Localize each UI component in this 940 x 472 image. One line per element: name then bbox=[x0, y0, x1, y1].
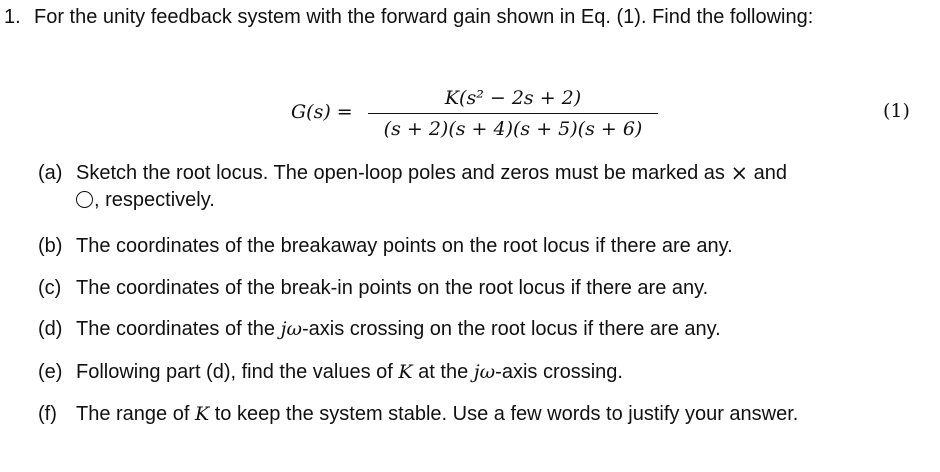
part-label: (c) bbox=[38, 277, 62, 299]
fraction-bar bbox=[368, 113, 658, 114]
part-a-text: Sketch the root locus. The open-loop pol… bbox=[76, 160, 914, 214]
jw-symbol: jω bbox=[280, 318, 302, 340]
part-a: (a) Sketch the root locus. The open-loop… bbox=[38, 160, 914, 214]
part-e-text-middle: at the bbox=[418, 361, 469, 383]
part-b-text: The coordinates of the breakaway points … bbox=[76, 235, 733, 257]
part-label: (a) bbox=[38, 162, 63, 184]
part-label: (f) bbox=[38, 403, 57, 425]
part-e-text-after: -axis crossing. bbox=[495, 361, 623, 383]
part-label: (b) bbox=[38, 235, 63, 257]
equation-label: (1) bbox=[883, 100, 910, 122]
k-symbol: K bbox=[398, 361, 413, 383]
part-f-text: The range of K to keep the system stable… bbox=[76, 401, 914, 428]
part-f-text-after: to keep the system stable. Use a few wor… bbox=[214, 403, 799, 425]
part-label: (d) bbox=[38, 318, 63, 340]
problem-statement: 1. For the unity feedback system with th… bbox=[4, 4, 916, 31]
part-c-text: The coordinates of the break-in points o… bbox=[76, 277, 709, 299]
equation-lhs: G(s) = bbox=[291, 101, 353, 123]
part-b: (b) The coordinates of the breakaway poi… bbox=[38, 233, 914, 260]
cross-icon: × bbox=[730, 161, 749, 185]
transfer-function-equation: G(s) = K(s² − 2s + 2) (s + 2)(s + 4)(s +… bbox=[0, 86, 940, 146]
jw-symbol: jω bbox=[473, 361, 496, 383]
part-e-text-before: Following part (d), find the values of bbox=[76, 361, 393, 383]
k-symbol: K bbox=[194, 403, 210, 425]
part-f: (f) The range of K to keep the system st… bbox=[38, 401, 914, 428]
part-f-text-before: The range of bbox=[76, 403, 190, 425]
part-a-text-after: , respectively. bbox=[94, 189, 215, 211]
equation-denominator: (s + 2)(s + 4)(s + 5)(s + 6) bbox=[383, 118, 643, 140]
part-d-text-before: The coordinates of the bbox=[76, 318, 276, 340]
equation-fraction: K(s² − 2s + 2) (s + 2)(s + 4)(s + 5)(s +… bbox=[368, 86, 658, 142]
part-d-text: The coordinates of the jω-axis crossing … bbox=[76, 316, 914, 343]
part-d-text-after: -axis crossing on the root locus if ther… bbox=[301, 318, 721, 340]
part-e-text: Following part (d), find the values of K… bbox=[76, 359, 914, 386]
equation-numerator: K(s² − 2s + 2) bbox=[444, 87, 582, 109]
circle-icon bbox=[76, 191, 93, 208]
part-a-text-before: Sketch the root locus. The open-loop pol… bbox=[76, 162, 725, 184]
part-a-text-middle: and bbox=[753, 162, 787, 184]
problem-number: 1. bbox=[4, 6, 21, 28]
part-e: (e) Following part (d), find the values … bbox=[38, 359, 914, 386]
part-c: (c) The coordinates of the break-in poin… bbox=[38, 275, 914, 302]
part-d: (d) The coordinates of the jω-axis cross… bbox=[38, 316, 914, 343]
problem-intro: For the unity feedback system with the f… bbox=[34, 6, 814, 28]
part-label: (e) bbox=[38, 361, 63, 383]
